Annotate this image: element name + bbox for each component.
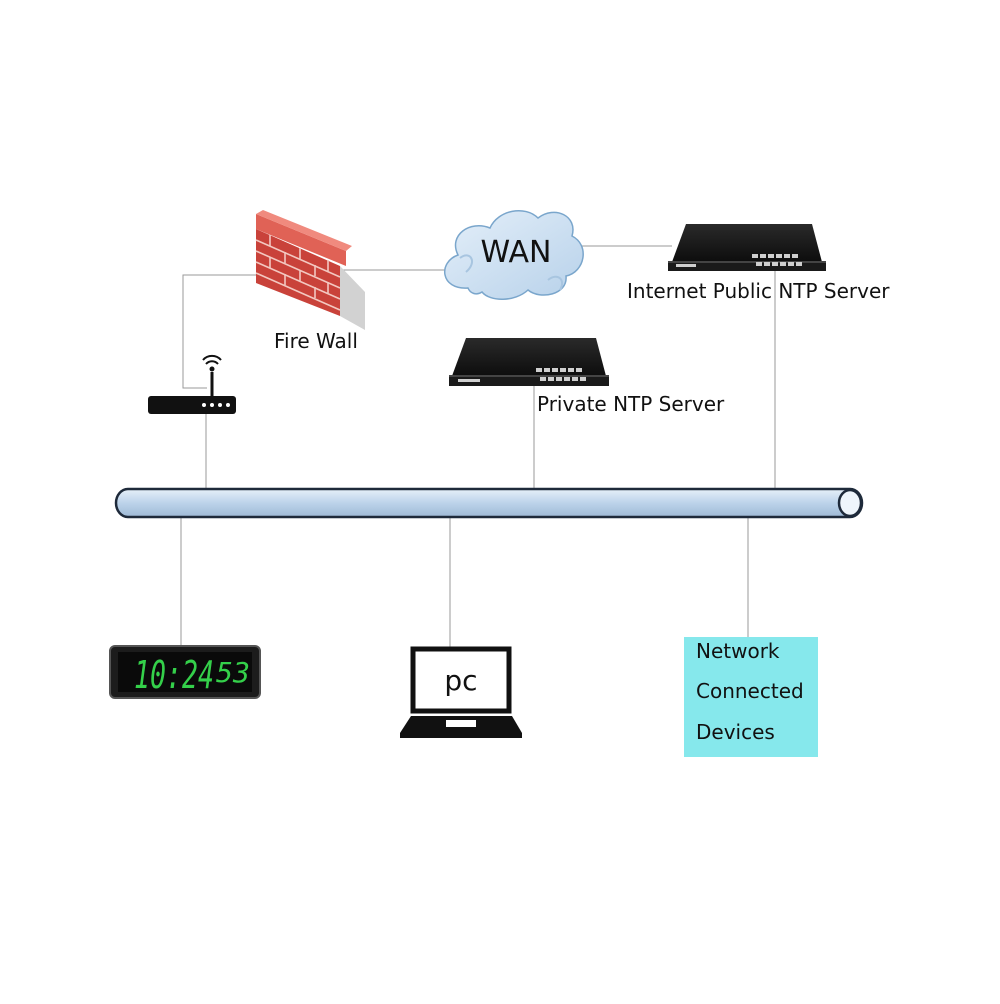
firewall-label: Fire Wall — [274, 329, 358, 353]
devices-label-line-2: Connected — [696, 679, 804, 703]
laptop-pc-icon — [400, 646, 522, 738]
digital-clock-icon — [109, 645, 261, 699]
clock-seconds-readout: 53 — [216, 656, 250, 689]
devices-label-line-3: Devices — [696, 720, 775, 744]
lan-bus-pipe — [114, 487, 864, 519]
router-to-firewall-line — [182, 274, 257, 389]
private-ntp-server-label: Private NTP Server — [537, 392, 725, 416]
private-ntp-server-icon — [449, 338, 609, 386]
firewall-icon — [255, 210, 365, 330]
router-icon — [148, 354, 236, 414]
clock-time-readout: 10:24 — [134, 653, 214, 697]
public-ntp-server-label: Internet Public NTP Server — [627, 279, 890, 303]
wan-label: WAN — [481, 235, 552, 270]
pc-label: pc — [444, 664, 477, 697]
devices-label-line-1: Network — [696, 639, 780, 663]
public-ntp-server-icon — [668, 224, 826, 271]
connection-lines — [180, 245, 776, 647]
network-connected-devices-box: Network Connected Devices — [684, 637, 818, 757]
wan-cloud-icon — [443, 210, 584, 300]
